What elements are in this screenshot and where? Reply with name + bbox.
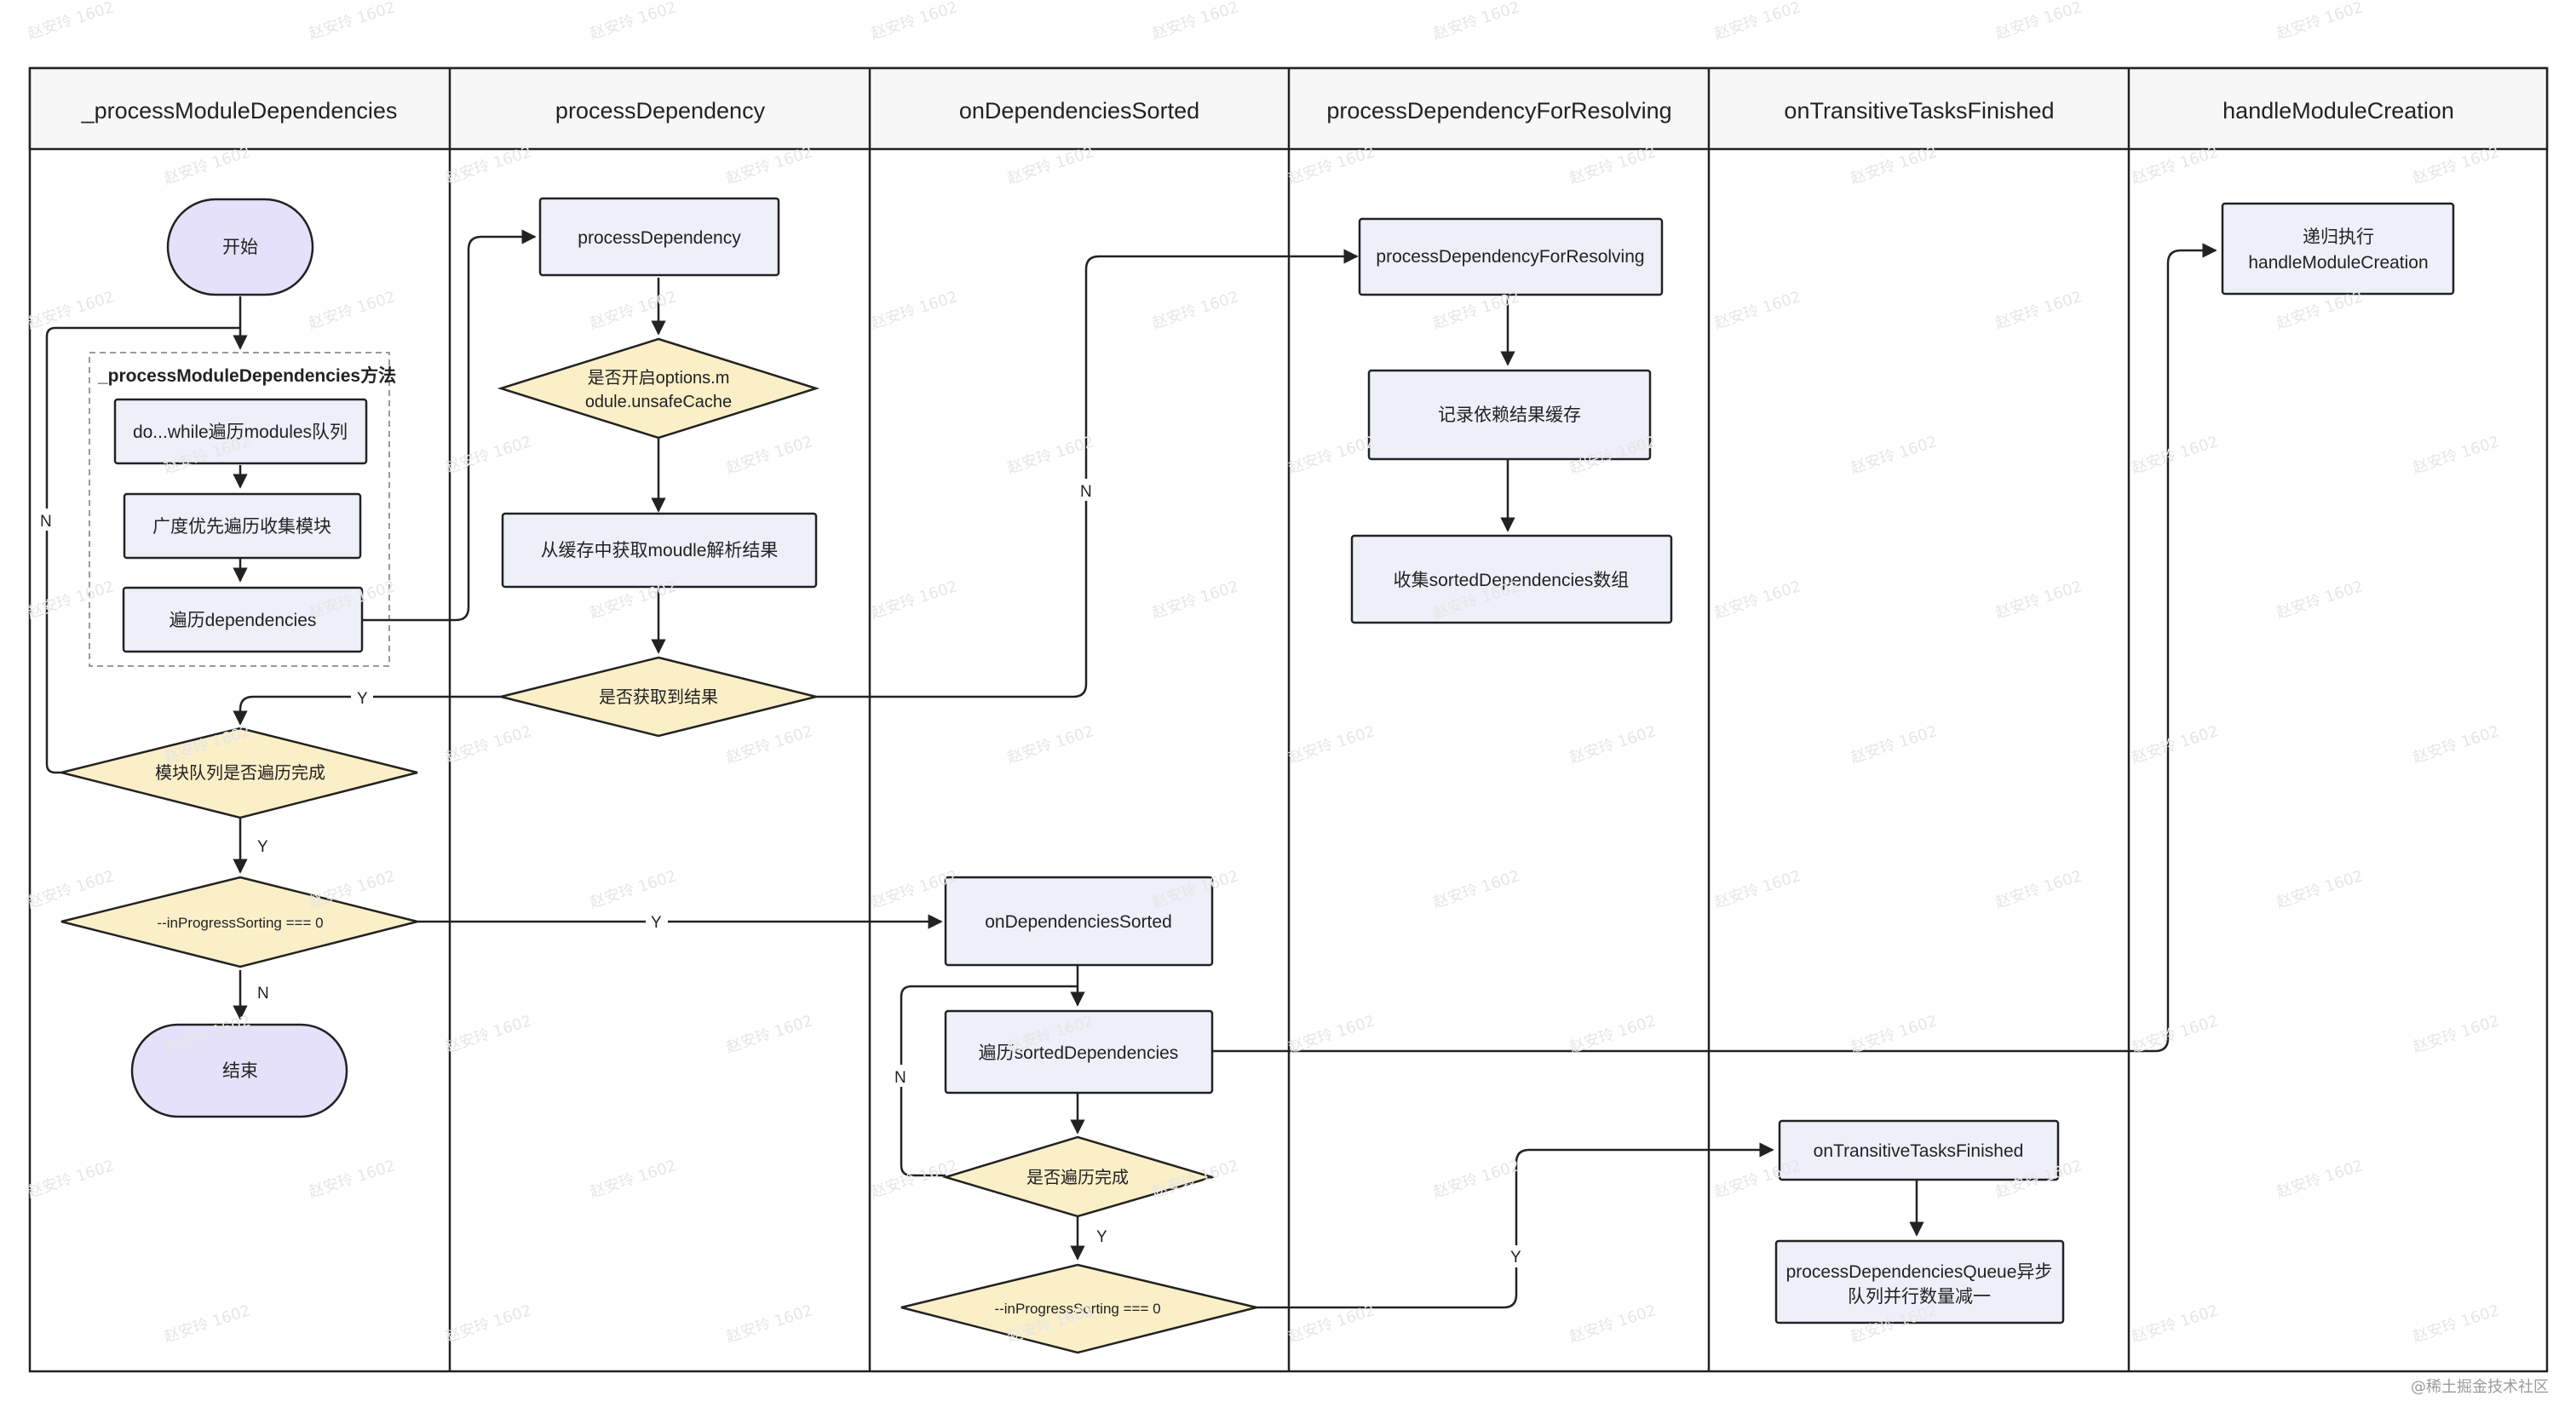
edge-itersorted-to-recursive (1212, 243, 2217, 1053)
node-transitive-label: onTransitiveTasksFinished (1814, 1141, 2024, 1161)
edge-label-y-queue-done: Y (257, 838, 268, 856)
node-start-label: 开始 (222, 238, 258, 257)
node-resolving: processDependencyForResolving (1358, 217, 1664, 296)
node-do-while: do...while遍历modules队列 (113, 398, 368, 465)
edge-label-n-resolve: N (1080, 483, 1092, 501)
group-label: _processModuleDependencies方法 (97, 365, 396, 386)
node-transitive: onTransitiveTasksFinished (1778, 1119, 2060, 1181)
lane-title-process-module-dependencies: _processModuleDependencies (81, 98, 398, 124)
node-queue-done-label: 模块队列是否遍历完成 (155, 763, 325, 783)
node-on-dependencies-sorted-label: onDependenciesSorted (985, 912, 1172, 932)
node-queue-dec: processDependenciesQueue异步 队列并行数量减一 (1774, 1239, 2065, 1324)
node-in-progress-2: --inProgressSorting === 0 (900, 1263, 1257, 1354)
edge-gotresult-y-to-queue (233, 695, 501, 726)
node-unsafe-cache: 是否开启options.m odule.unsafeCache (497, 337, 820, 440)
node-collect-sorted-label: 收集sortedDependencies数组 (1394, 571, 1630, 590)
node-process-dependency: processDependency (538, 197, 780, 277)
node-in-progress-1-label: --inProgressSorting === 0 (157, 915, 323, 931)
node-recursive-line2: handleModuleCreation (2248, 253, 2428, 273)
lane-title-process-dependency-for-resolving: processDependencyForResolving (1326, 98, 1671, 124)
edge-label-y-to-queue: Y (357, 690, 368, 708)
node-end-label: 结束 (222, 1061, 258, 1081)
node-queue-done: 模块队列是否遍历完成 (60, 727, 418, 819)
node-start: 开始 (166, 198, 314, 296)
node-iter-done: 是否遍历完成 (941, 1135, 1216, 1218)
node-queue-dec-line2: 队列并行数量减一 (1848, 1287, 1991, 1307)
edge-label-n-end: N (257, 985, 269, 1003)
node-got-result-label: 是否获取到结果 (599, 687, 718, 707)
node-got-result: 是否获取到结果 (500, 656, 817, 738)
edge-label-n-loop: N (40, 513, 52, 531)
node-iter-deps-label: 遍历dependencies (170, 611, 317, 630)
lane-title-on-dependencies-sorted: onDependenciesSorted (959, 98, 1199, 124)
node-in-progress-2-label: --inProgressSorting === 0 (994, 1301, 1160, 1317)
lane-title-on-transitive-tasks-finished: onTransitiveTasksFinished (1784, 98, 2054, 124)
edge-gotresult-n-to-resolve (816, 249, 1359, 698)
node-unsafe-cache-line2: odule.unsafeCache (585, 393, 732, 411)
node-on-dependencies-sorted: onDependenciesSorted (944, 876, 1214, 967)
node-iter-sorted-label: 遍历sortedDependencies (979, 1043, 1179, 1063)
lane-title-handle-module-creation: handleModuleCreation (2222, 98, 2454, 124)
credit-watermark: @稀土掘金技术社区 (2411, 1378, 2549, 1396)
node-bfs-label: 广度优先遍历收集模块 (152, 517, 331, 537)
edge-label-n-iter: N (894, 1069, 906, 1087)
lane-title-process-dependency: processDependency (555, 98, 766, 124)
node-recursive-line1: 递归执行 (2303, 227, 2374, 247)
edge-queue-n-loop (45, 326, 240, 774)
edge-progress2-y-to-transitive (1256, 1142, 1774, 1309)
edge-label-y-to-sorted: Y (651, 914, 662, 932)
node-in-progress-1: --inProgressSorting === 0 (60, 876, 418, 968)
node-recursive: 递归执行 handleModuleCreation (2221, 202, 2455, 296)
group-process-module-dependencies-method: _processModuleDependencies方法 (89, 352, 396, 667)
node-process-dependency-label: processDependency (578, 228, 741, 248)
node-iter-deps: 遍历dependencies (122, 586, 364, 653)
edge-label-y-iter-done: Y (1096, 1228, 1107, 1246)
node-record-cache-label: 记录依赖结果缓存 (1438, 405, 1581, 425)
node-do-while-label: do...while遍历modules队列 (133, 422, 348, 442)
lane-frame (28, 66, 2549, 1373)
node-end: 结束 (130, 1023, 348, 1118)
node-iter-sorted: 遍历sortedDependencies (944, 1009, 1214, 1095)
node-iter-done-label: 是否遍历完成 (1026, 1168, 1129, 1187)
node-queue-dec-line1: processDependenciesQueue异步 (1786, 1262, 2053, 1282)
node-get-cache-label: 从缓存中获取moudle解析结果 (541, 541, 779, 560)
node-bfs: 广度优先遍历收集模块 (123, 492, 362, 560)
node-get-cache: 从缓存中获取moudle解析结果 (501, 512, 818, 589)
node-unsafe-cache-line1: 是否开启options.m (588, 368, 730, 388)
node-resolving-label: processDependencyForResolving (1376, 247, 1644, 267)
edge-label-y-transitive: Y (1510, 1249, 1521, 1267)
edge-iter-to-procdep (362, 229, 537, 622)
node-collect-sorted: 收集sortedDependencies数组 (1350, 534, 1673, 624)
node-record-cache: 记录依赖结果缓存 (1367, 369, 1652, 461)
